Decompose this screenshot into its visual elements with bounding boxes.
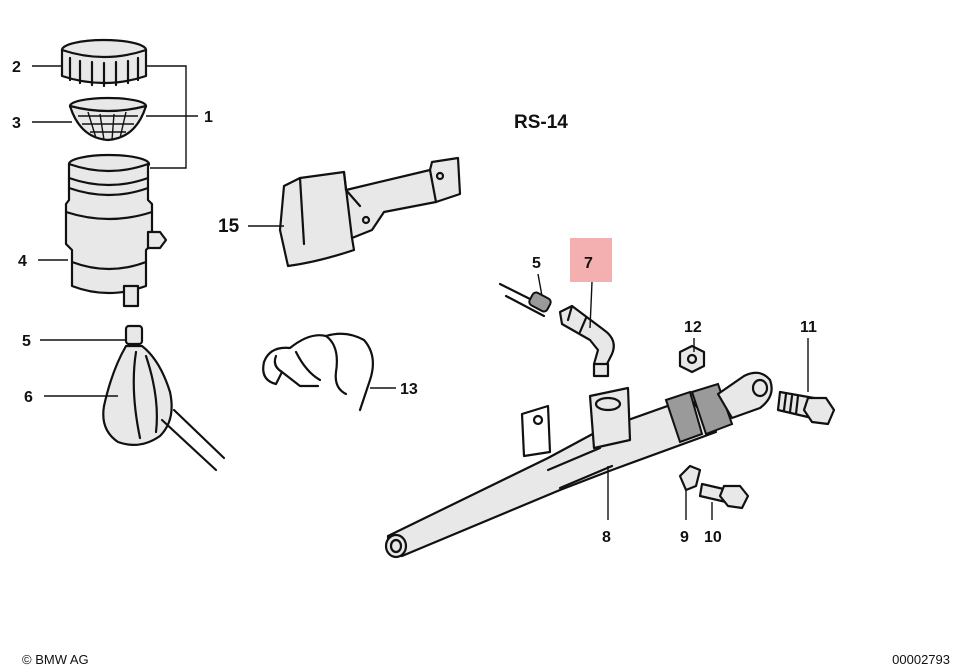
hex-nut[interactable]: [678, 344, 706, 374]
strainer[interactable]: [68, 96, 148, 142]
callout-1[interactable]: 1: [204, 109, 213, 126]
callout-6[interactable]: 6: [24, 389, 33, 406]
elbow-fitting[interactable]: [558, 304, 615, 378]
fluid-hose[interactable]: [498, 282, 552, 318]
highlight-box: [570, 238, 612, 282]
leader-lines: [32, 65, 809, 520]
hose-fitting-left[interactable]: [124, 324, 144, 346]
callout-5-left[interactable]: 5: [22, 333, 31, 350]
callout-9[interactable]: 9: [680, 529, 689, 546]
rubber-boot[interactable]: [102, 344, 226, 472]
callout-8[interactable]: 8: [602, 529, 611, 546]
reservoir-cap[interactable]: [60, 38, 148, 88]
drawing-number: 00002793: [892, 652, 950, 667]
slave-cylinder[interactable]: [384, 382, 734, 559]
callout-4[interactable]: 4: [18, 253, 27, 270]
lock-washer[interactable]: [678, 464, 702, 492]
diagram-code-label: RS-14: [514, 112, 568, 133]
push-rod-eye[interactable]: [716, 371, 773, 420]
callout-11[interactable]: 11: [800, 319, 817, 336]
bolt-10[interactable]: [698, 482, 750, 510]
callout-15[interactable]: 15: [218, 216, 240, 237]
reservoir-body[interactable]: [64, 153, 168, 308]
callout-12[interactable]: 12: [684, 319, 702, 336]
callout-10[interactable]: 10: [704, 529, 722, 546]
callout-13[interactable]: 13: [400, 381, 418, 398]
callout-2[interactable]: 2: [12, 59, 21, 76]
bolt-11[interactable]: [776, 390, 836, 426]
callout-5-right[interactable]: 5: [532, 255, 541, 272]
spring-clip[interactable]: [262, 332, 375, 412]
bracket[interactable]: [278, 156, 462, 268]
copyright-text: © BMW AG: [22, 652, 89, 667]
callout-7[interactable]: 7: [584, 255, 593, 272]
callout-3[interactable]: 3: [12, 115, 21, 132]
